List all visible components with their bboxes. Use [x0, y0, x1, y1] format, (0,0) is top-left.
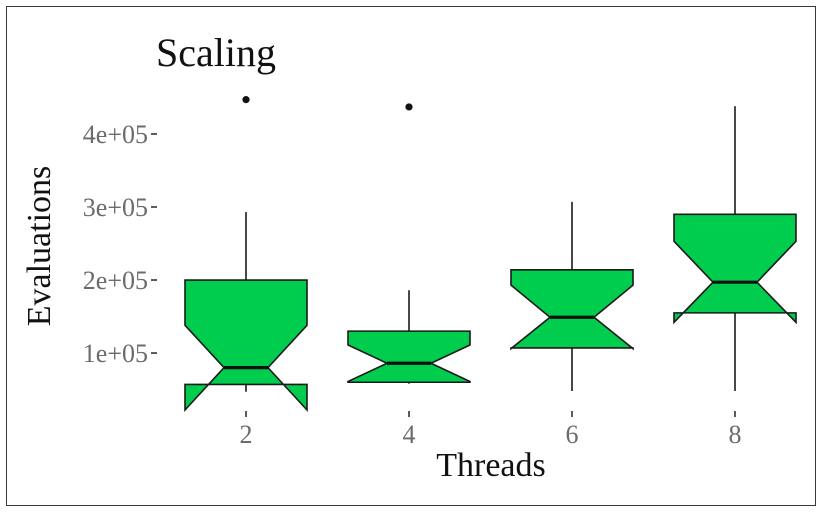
x-tick-label-2: 6	[566, 420, 579, 449]
outlier-point-4-0	[405, 103, 413, 111]
y-axis-ticks: 1e+05 2e+05 3e+05 4e+05	[83, 120, 157, 368]
box-8	[673, 213, 797, 325]
box-group-6	[510, 201, 634, 392]
box-4	[347, 330, 471, 384]
box-group-8	[673, 106, 797, 392]
y-tick-label-0: 1e+05	[83, 339, 148, 368]
y-tick-label-3: 4e+05	[83, 120, 148, 149]
x-tick-label-3: 8	[729, 420, 742, 449]
plot-frame	[6, 6, 816, 506]
box-series	[184, 96, 797, 413]
x-axis-ticks: 2 4 6 8	[240, 411, 742, 449]
y-tick-label-2: 3e+05	[83, 193, 148, 222]
x-axis-title: Threads	[436, 447, 546, 484]
y-tick-label-1: 2e+05	[83, 266, 148, 295]
x-tick-label-1: 4	[403, 420, 416, 449]
y-axis-title: Evaluations	[21, 166, 58, 327]
x-tick-label-0: 2	[240, 420, 253, 449]
chart-title: Scaling	[156, 30, 276, 75]
outlier-point-2-0	[242, 96, 250, 104]
box-group-2	[184, 96, 308, 413]
box-6	[510, 268, 634, 351]
box-group-4	[347, 103, 471, 384]
box-2	[184, 279, 308, 413]
